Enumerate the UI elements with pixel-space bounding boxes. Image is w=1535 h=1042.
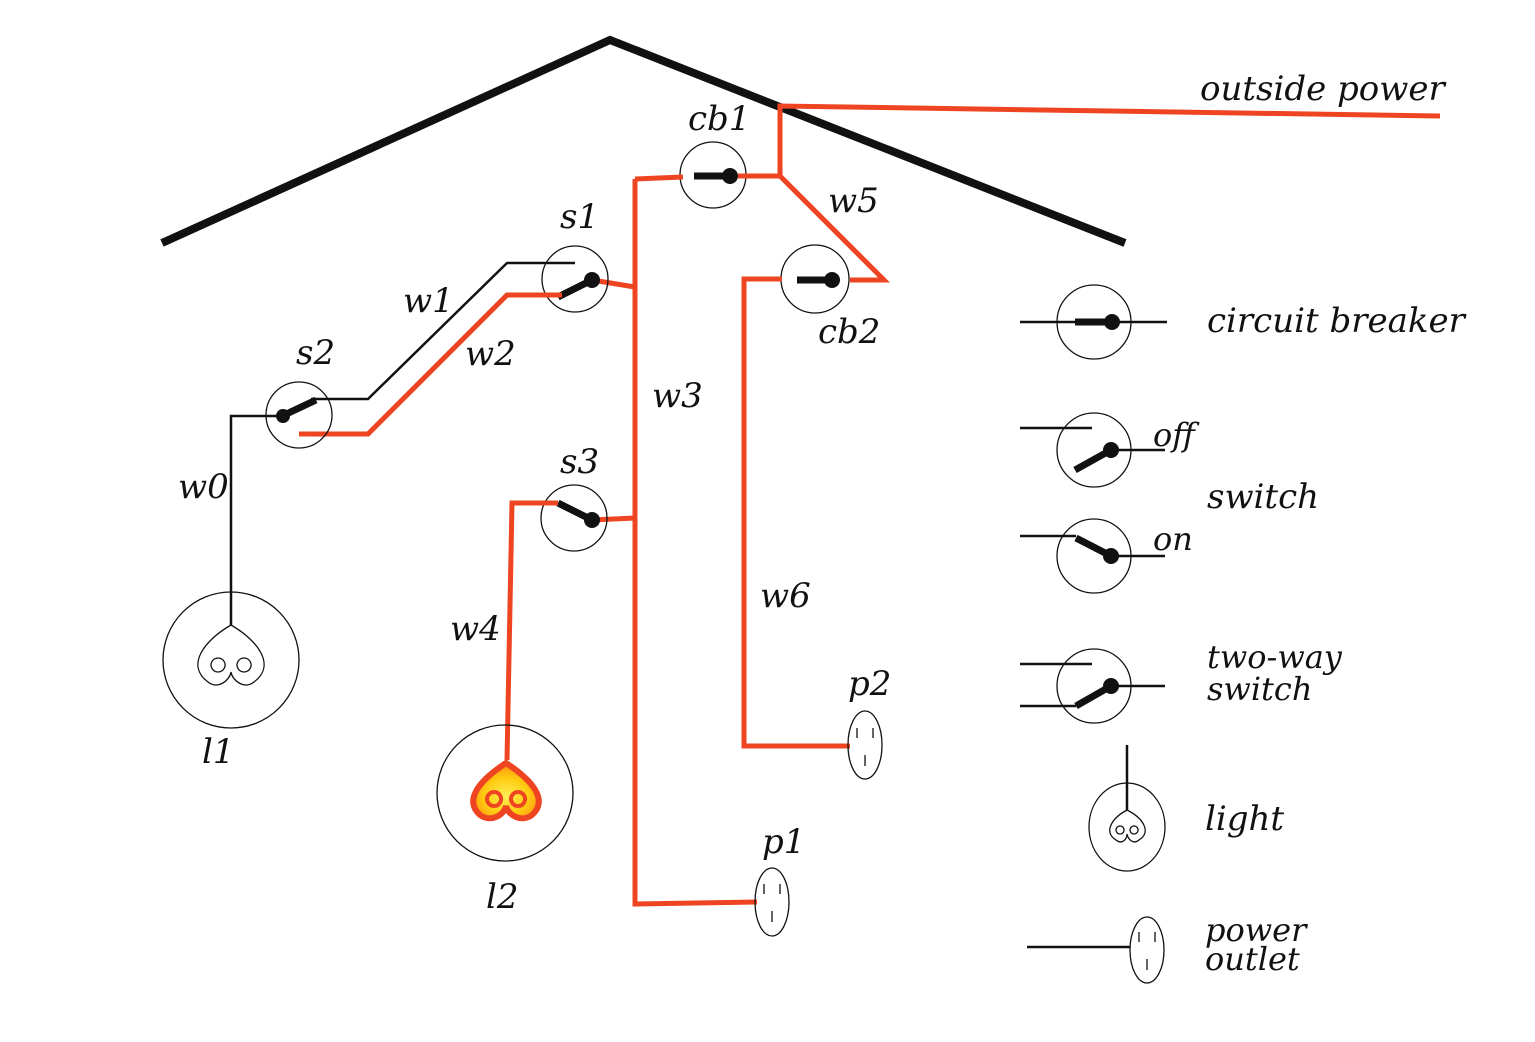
l2-label: l2 xyxy=(486,877,519,917)
light-l2[interactable] xyxy=(436,724,574,862)
w5-label: w5 xyxy=(828,181,879,221)
circuit-breaker-cb2[interactable] xyxy=(780,244,850,314)
legend-two-way-line2: switch xyxy=(1207,670,1312,708)
legend-two-way-line1: two-way xyxy=(1207,638,1343,676)
wire-w6 xyxy=(741,276,850,749)
legend-circuit-breaker-symbol xyxy=(1020,284,1167,360)
w3-label: w3 xyxy=(652,376,703,416)
legend-switch-label: switch xyxy=(1207,477,1319,517)
wire-w4 xyxy=(504,500,558,761)
w1-label: w1 xyxy=(403,281,454,321)
legend-off-label: off xyxy=(1153,416,1200,454)
power-outlet-p1[interactable] xyxy=(754,867,790,937)
w6-label: w6 xyxy=(760,576,811,616)
switch-s1[interactable] xyxy=(541,245,609,313)
s3-label: s3 xyxy=(560,442,599,482)
s2-label: s2 xyxy=(296,333,335,373)
power-outlet-p2[interactable] xyxy=(847,710,883,780)
legend-circuit-breaker-label: circuit breaker xyxy=(1207,301,1467,341)
legend-light-label: light xyxy=(1205,799,1284,839)
legend-two-way-switch-symbol xyxy=(1020,648,1165,724)
legend-power-line1: power xyxy=(1205,911,1308,949)
light-l1[interactable] xyxy=(162,591,300,729)
outside-power-wire xyxy=(777,103,1441,178)
wire-cb1-left xyxy=(634,174,684,182)
wire-w1 xyxy=(311,261,575,401)
circuit-breaker-cb1[interactable] xyxy=(679,141,747,209)
p2-label: p2 xyxy=(848,664,891,704)
cb1-label: cb1 xyxy=(688,99,750,139)
legend-light-symbol xyxy=(1088,745,1166,872)
w2-label: w2 xyxy=(465,334,516,374)
switch-s3[interactable] xyxy=(540,484,608,552)
w4-label: w4 xyxy=(450,609,501,649)
legend-switch-off-symbol xyxy=(1020,412,1165,488)
w0-label: w0 xyxy=(178,467,229,507)
p1-label: p1 xyxy=(762,822,805,862)
outside-power-label: outside power xyxy=(1200,69,1447,109)
wire-w3 xyxy=(632,179,758,907)
house-roof xyxy=(160,35,1127,247)
cb2-label: cb2 xyxy=(818,312,880,352)
legend-power-outlet-symbol xyxy=(1027,916,1165,984)
l1-label: l1 xyxy=(202,732,235,772)
wire-w0 xyxy=(229,414,283,625)
legend-switch-on-symbol xyxy=(1020,518,1165,594)
wire-w5 xyxy=(778,174,891,283)
wire-w2 xyxy=(299,292,562,437)
legend-on-label: on xyxy=(1153,520,1193,558)
s1-label: s1 xyxy=(560,197,599,237)
legend-power-line2: outlet xyxy=(1205,940,1300,978)
